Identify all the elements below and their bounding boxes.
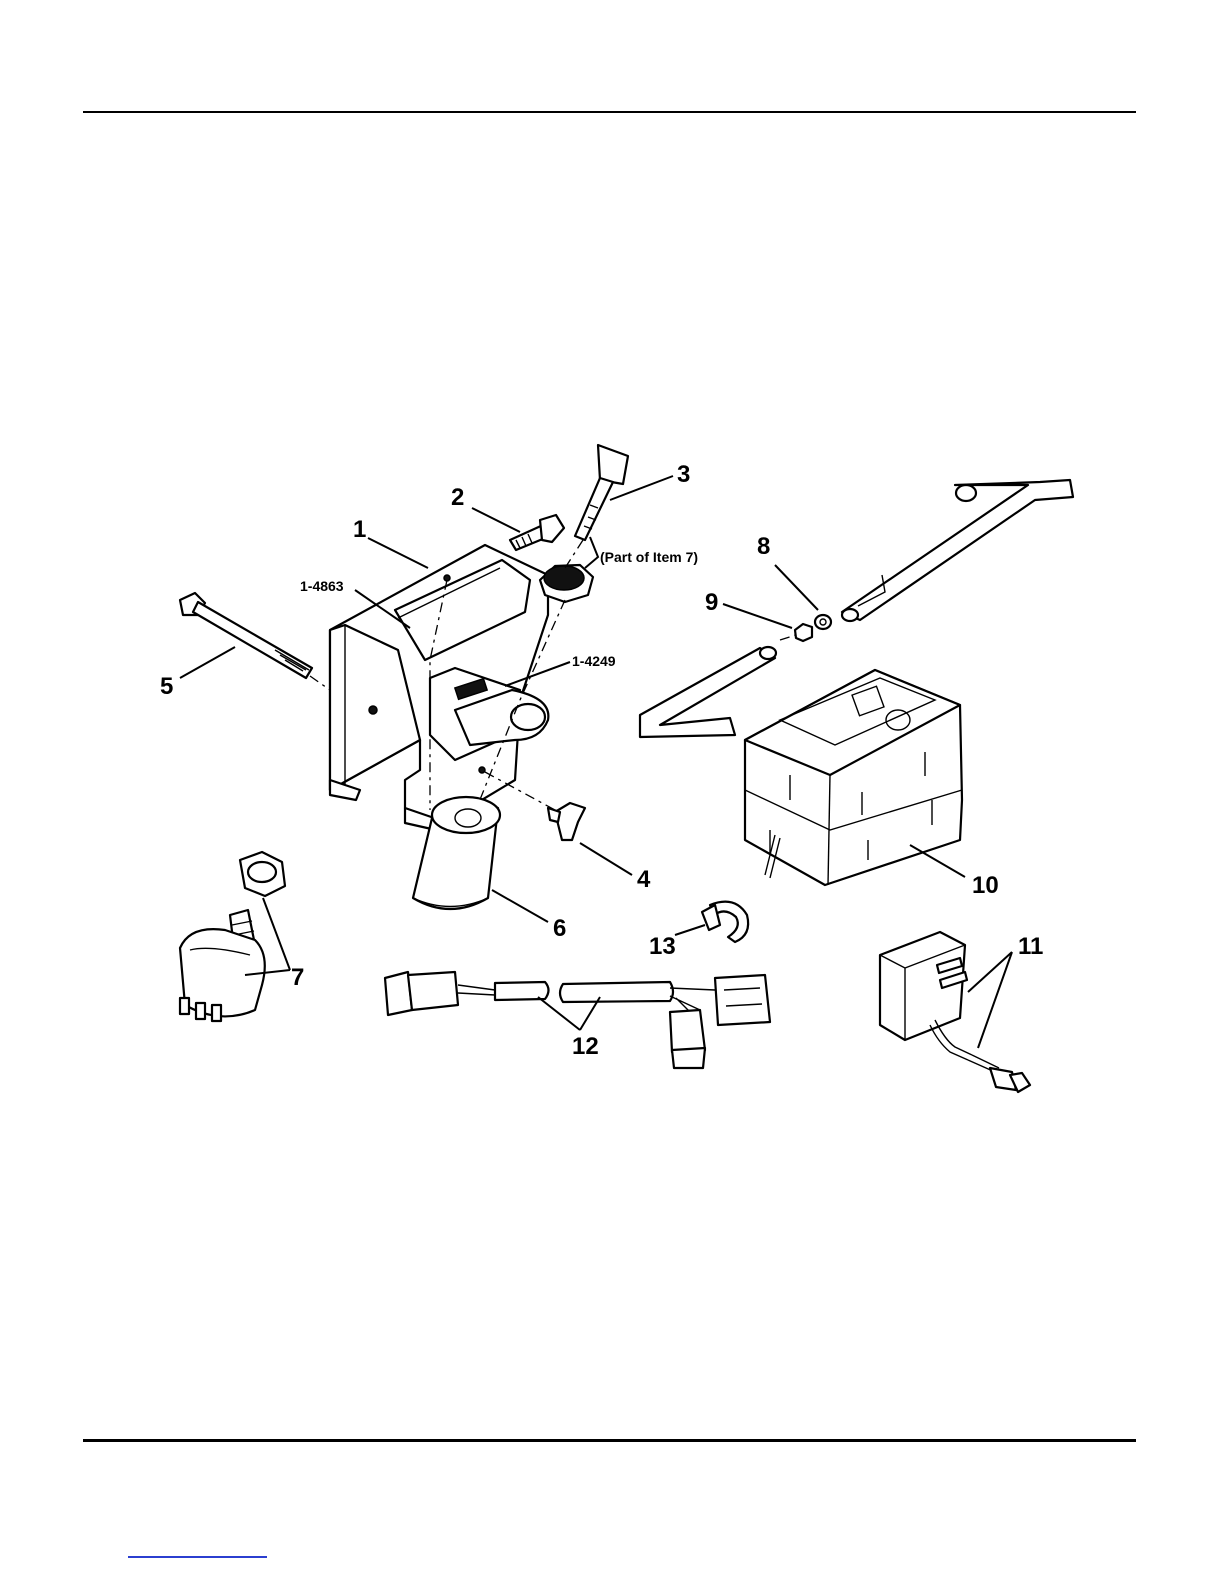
callout-4: 4 — [637, 866, 651, 893]
callout-12: 12 — [572, 1033, 599, 1060]
leader-line — [472, 508, 520, 532]
small-nut-part — [795, 624, 812, 641]
decal-label-1-4249: 1-4249 — [572, 653, 616, 669]
callout-11: 11 — [1018, 933, 1043, 960]
leader-line — [492, 890, 548, 922]
assembly-line — [565, 540, 583, 568]
callout-9: 9 — [705, 589, 718, 616]
decal-label-1-4863: 1-4863 — [300, 578, 344, 594]
callout-13: 13 — [649, 933, 676, 960]
ignition-switch-part — [180, 852, 285, 1021]
leader-line — [675, 925, 705, 935]
callout-3: 3 — [677, 461, 690, 488]
callout-5: 5 — [160, 673, 173, 700]
short-bolt-part — [510, 515, 564, 550]
callout-8: 8 — [757, 533, 770, 560]
part-of-item-7-note: (Part of Item 7) — [600, 549, 698, 565]
washer-part — [815, 615, 831, 629]
bracket-part — [330, 545, 548, 830]
callout-2: 2 — [451, 484, 464, 511]
leader-line — [775, 565, 818, 610]
callout-7: 7 — [291, 964, 304, 991]
control-module-part — [745, 670, 962, 885]
callout-6: 6 — [553, 915, 566, 942]
long-bolt-part — [180, 593, 312, 678]
leader-line — [968, 952, 1012, 1048]
key-nut-part — [540, 565, 593, 602]
leader-line — [368, 538, 428, 568]
assembly-line — [310, 676, 330, 690]
leader-line — [180, 647, 235, 678]
leader-line — [723, 604, 792, 628]
callout-1: 1 — [353, 516, 366, 543]
callout-10: 10 — [972, 872, 999, 899]
key-part — [575, 445, 628, 540]
leader-line — [580, 843, 632, 875]
leader-line — [585, 537, 598, 568]
leader-line — [910, 845, 965, 877]
clip-part — [702, 902, 748, 942]
